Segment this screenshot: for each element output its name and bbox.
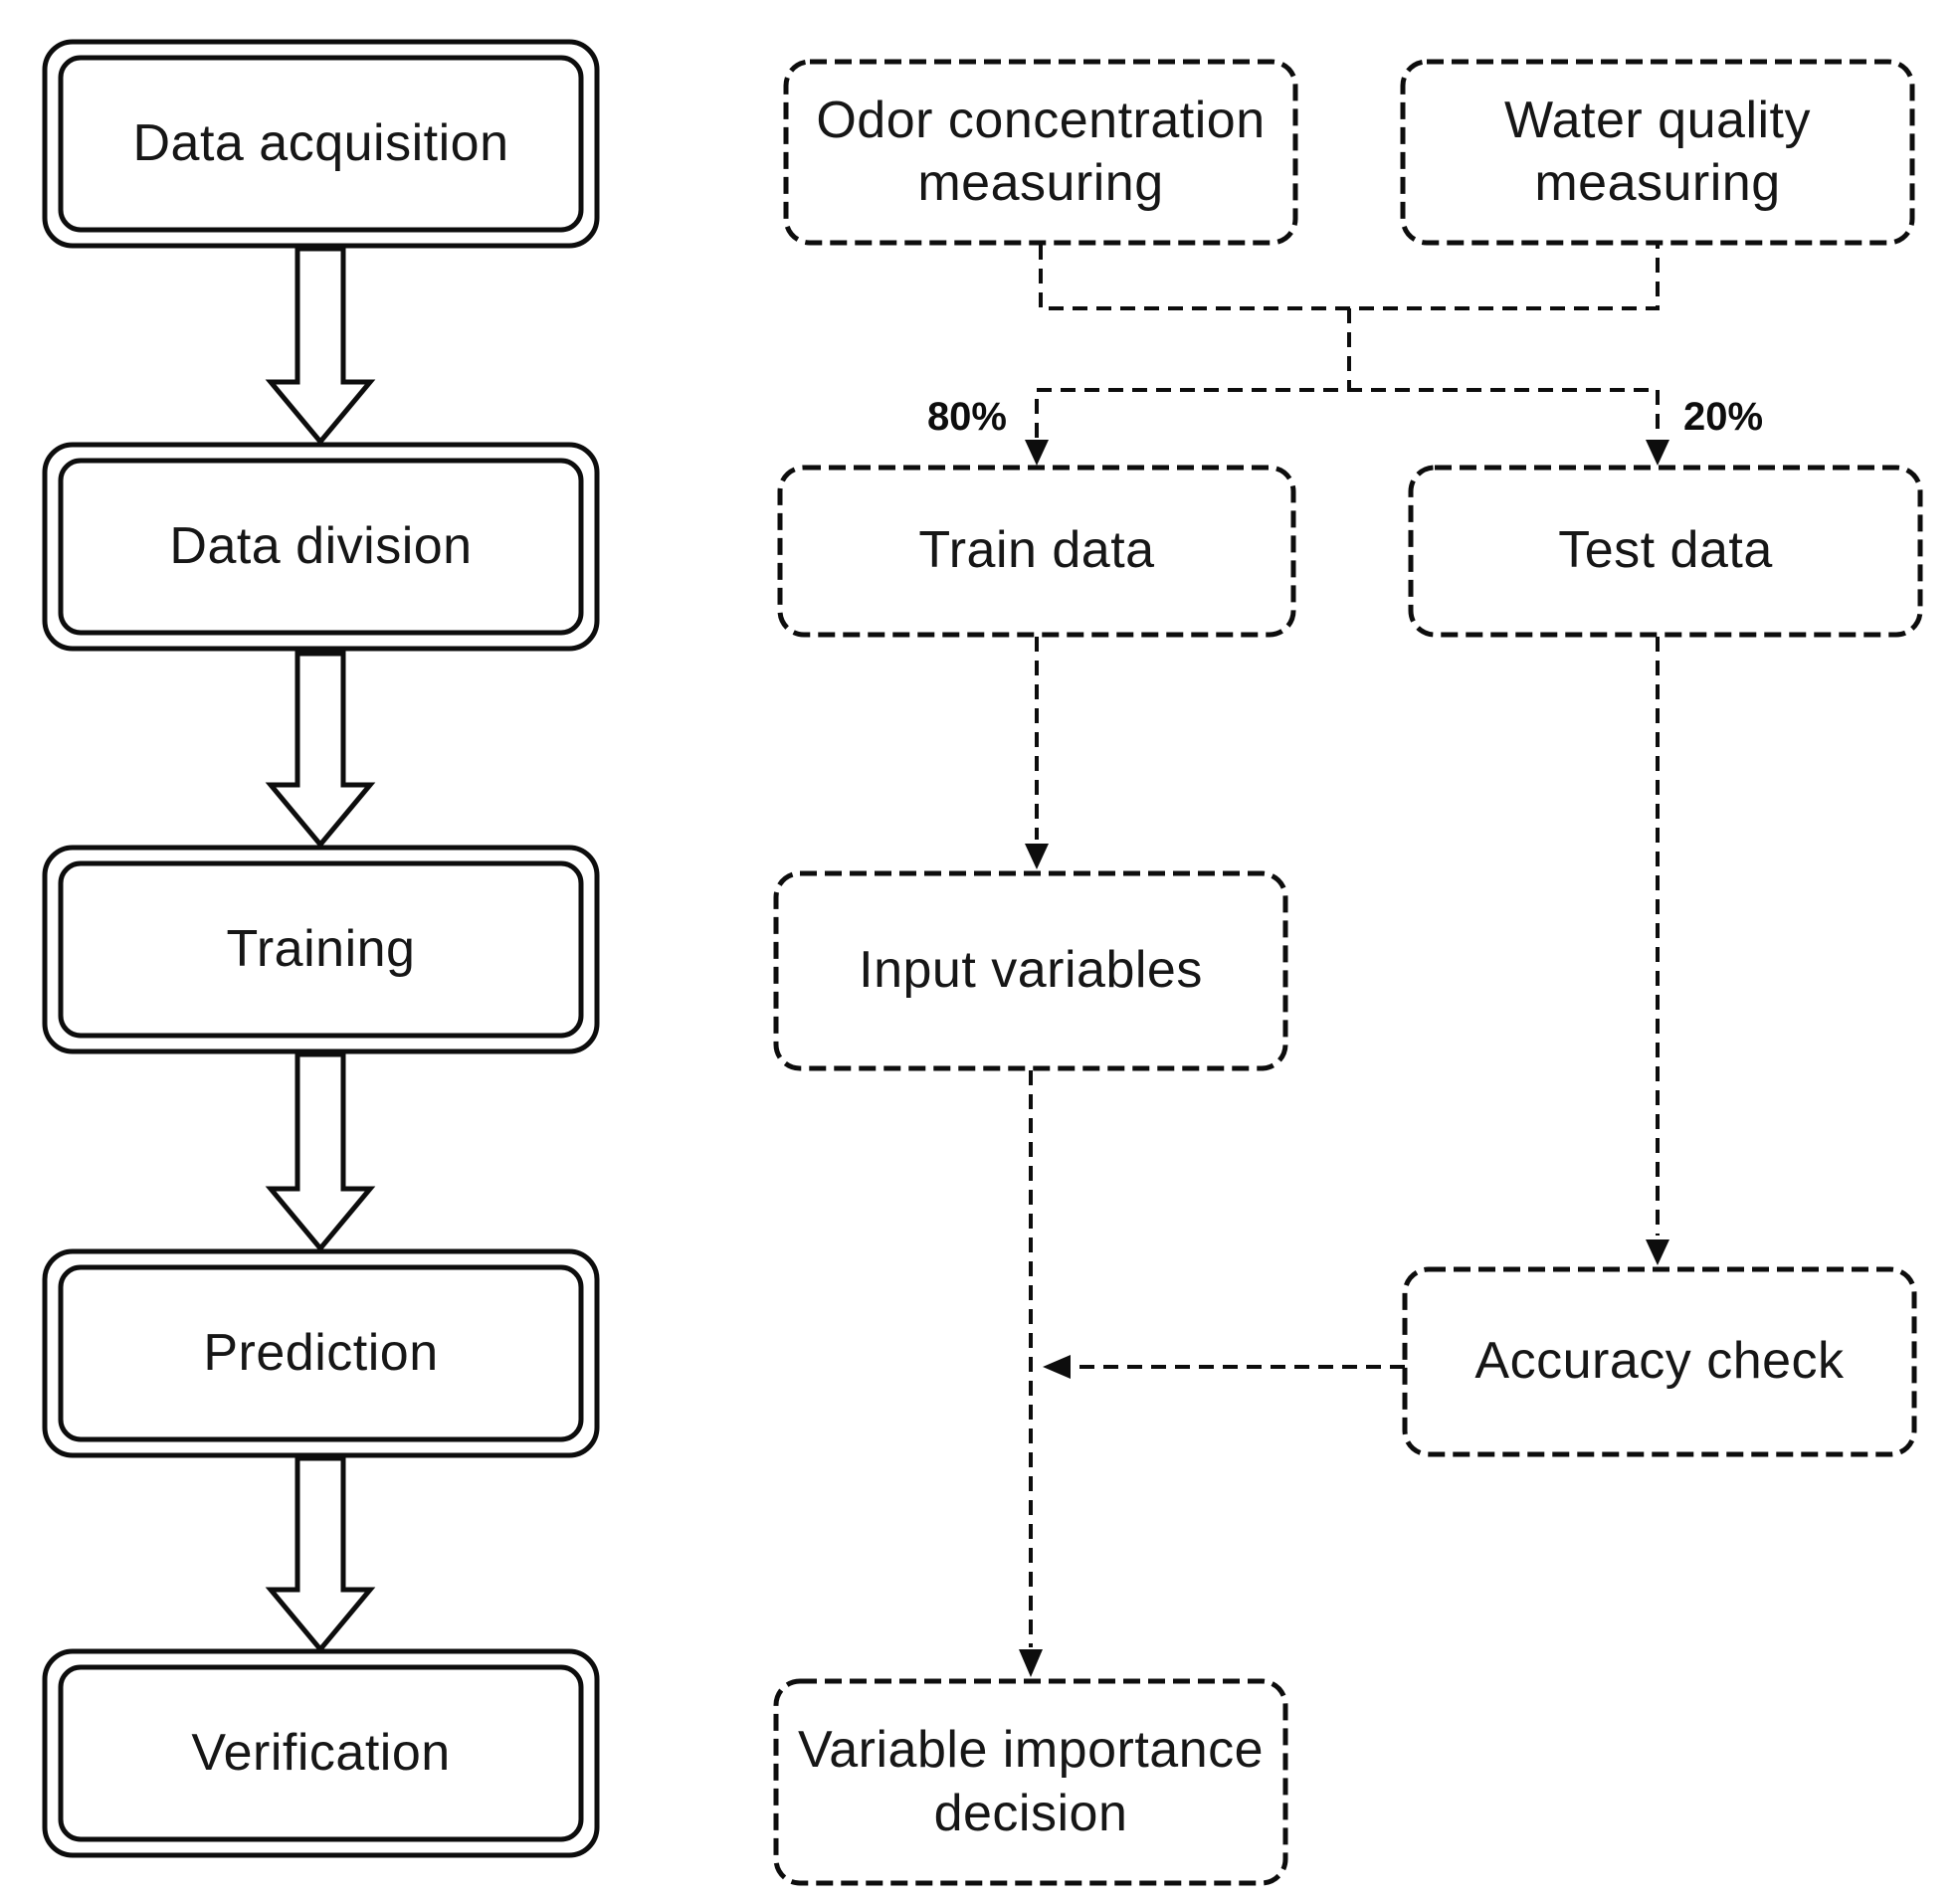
- node-label-water-measuring: Water quality measuring: [1503, 91, 1811, 212]
- box-odor-measuring-border: [783, 59, 1298, 246]
- node-label-input-variables: Input variables: [859, 941, 1203, 1000]
- node-label-odor-measuring: Odor concentration measuring: [816, 91, 1266, 212]
- box-train-data-border: [777, 465, 1296, 638]
- arrowhead-to-train-data: [1025, 440, 1049, 466]
- process-label-data-division: Data division: [169, 516, 473, 575]
- block-arrow-down-1: [265, 246, 376, 446]
- process-box-data-acquisition-border: [42, 39, 600, 249]
- process-label-verification: Verification: [191, 1723, 451, 1782]
- arrowhead-accuracy-feedback: [1043, 1355, 1071, 1379]
- arrowhead-to-accuracy-check: [1646, 1239, 1669, 1265]
- split-label-20-percent: 20%: [1683, 394, 1764, 439]
- process-label-training: Training: [226, 919, 416, 978]
- process-label-prediction: Prediction: [203, 1323, 439, 1382]
- arrowhead-to-variable-importance: [1019, 1649, 1043, 1677]
- box-input-variables-border: [773, 870, 1288, 1071]
- box-test-data-border: [1408, 465, 1923, 638]
- node-label-test-data: Test data: [1558, 521, 1773, 580]
- block-arrow-down-2: [265, 651, 376, 849]
- box-water-measuring-border: [1400, 59, 1915, 246]
- node-label-train-data: Train data: [918, 521, 1155, 580]
- arrowhead-to-test-data: [1646, 440, 1669, 466]
- split-label-80-percent: 80%: [926, 394, 1007, 439]
- connector-measuring-join: [1039, 245, 1660, 310]
- node-label-variable-importance: Variable importance decision: [797, 1721, 1265, 1842]
- arrowhead-to-input-variables: [1025, 844, 1049, 869]
- block-arrow-down-3: [265, 1051, 376, 1252]
- process-label-data-acquisition: Data acquisition: [132, 113, 509, 172]
- box-variable-importance-border: [773, 1678, 1288, 1886]
- connector-split-bar: [1035, 388, 1660, 438]
- box-accuracy-check-border: [1402, 1266, 1917, 1457]
- block-arrow-down-4: [265, 1455, 376, 1653]
- node-label-accuracy-check: Accuracy check: [1474, 1332, 1845, 1391]
